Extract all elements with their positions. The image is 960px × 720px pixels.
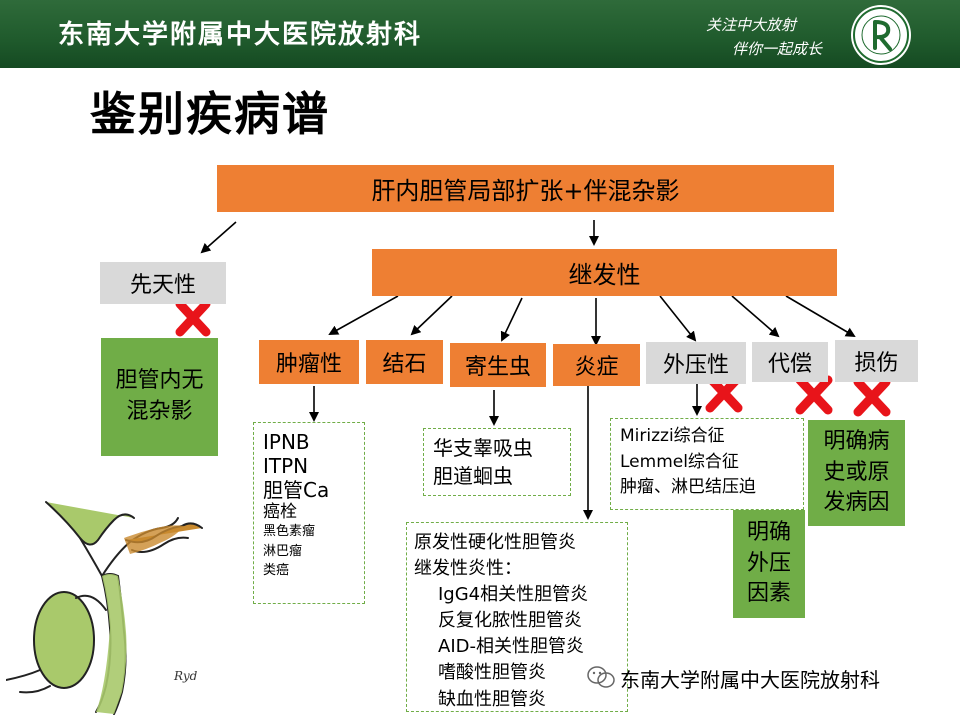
stone-box: 结石: [366, 340, 443, 384]
parasite-box: 寄生虫: [450, 343, 546, 387]
secondary-box: 继发性: [372, 249, 837, 296]
arrow-parasite: [500, 297, 523, 342]
arrow-compensation: [731, 295, 780, 338]
biliary-tree-illustration: Ryd: [6, 501, 203, 715]
compression-box: 外压性: [646, 342, 746, 384]
list-item: 华支睾吸虫: [433, 436, 533, 460]
compression-list-box: [610, 418, 804, 510]
hospital-logo-icon: [851, 5, 911, 65]
inflammation-box: 炎症: [553, 344, 640, 386]
root-box: 肝内胆管局部扩张+伴混杂影: [217, 165, 834, 212]
list-item: 类癌: [263, 563, 290, 579]
cross-icon: [853, 377, 891, 417]
inflammation-list: 原发性硬化性胆管炎 继发性炎性： IgG4相关性胆管炎 反复化脓性胆管炎 AID…: [414, 530, 588, 713]
arrow-injury: [785, 295, 856, 338]
list-item: 肿瘤、淋巴结压迫: [620, 477, 756, 497]
compression-result-box: 明确外压因素: [733, 510, 805, 618]
page-title: 鉴别疾病谱: [90, 87, 330, 141]
header-banner: 东南大学附属中大医院放射科 关注中大放射 伴你一起成长: [0, 0, 960, 68]
signature: Ryd: [173, 669, 198, 683]
tumor-list: IPNB ITPN 胆管Ca 癌栓 黑色素瘤 淋巴瘤 类癌: [263, 430, 329, 581]
arrow-tumor: [328, 295, 399, 335]
list-item: 淋巴瘤: [263, 543, 303, 559]
congenital-box: 先天性: [100, 262, 226, 304]
slogan-line-1: 关注中大放射: [706, 16, 797, 34]
list-item: 继发性炎性：: [414, 558, 522, 580]
list-item: Lemmel综合征: [620, 451, 739, 472]
tumor-list-box: [253, 422, 365, 604]
parasite-list: 华支睾吸虫 胆道蛔虫: [433, 434, 533, 490]
list-item: 嗜酸性胆管炎: [438, 662, 546, 684]
list-item: ITPN: [263, 454, 309, 478]
list-item: IPNB: [263, 430, 310, 454]
institution-name: 东南大学附属中大医院放射科: [58, 20, 423, 50]
slogan-line-2: 伴你一起成长: [732, 40, 823, 58]
list-item: 黑色素瘤: [263, 524, 316, 540]
congenital-result-box: 胆管内无混杂影: [101, 338, 218, 456]
list-item: 反复化脓性胆管炎: [438, 610, 582, 632]
arrow-root-congenital: [200, 221, 237, 254]
parasite-list-box: [423, 428, 571, 496]
list-item: IgG4相关性胆管炎: [438, 584, 589, 606]
list-item: 胆管Ca: [263, 478, 330, 502]
cross-icon: [795, 375, 833, 415]
compression-list: Mirizzi综合征 Lemmel综合征 肿瘤、淋巴结压迫: [620, 424, 756, 501]
cross-icon: [175, 299, 211, 337]
list-item: AID-相关性胆管炎: [438, 636, 584, 658]
watermark-text: 东南大学附属中大医院放射科: [620, 668, 880, 692]
list-item: 癌栓: [263, 502, 297, 522]
injury-box: 损伤: [835, 340, 918, 382]
arrow-stone: [410, 295, 453, 336]
injury-result-box: 明确病史或原发病因: [808, 420, 905, 526]
list-item: 胆道蛔虫: [433, 464, 513, 488]
wechat-icon: [587, 666, 615, 688]
compensation-box: 代偿: [752, 342, 828, 382]
list-item: Mirizzi综合征: [620, 426, 725, 446]
tumor-box: 肿瘤性: [259, 340, 359, 384]
list-item: 缺血性胆管炎: [438, 688, 546, 710]
arrow-compression: [659, 295, 697, 342]
list-item: 原发性硬化性胆管炎: [414, 532, 576, 553]
